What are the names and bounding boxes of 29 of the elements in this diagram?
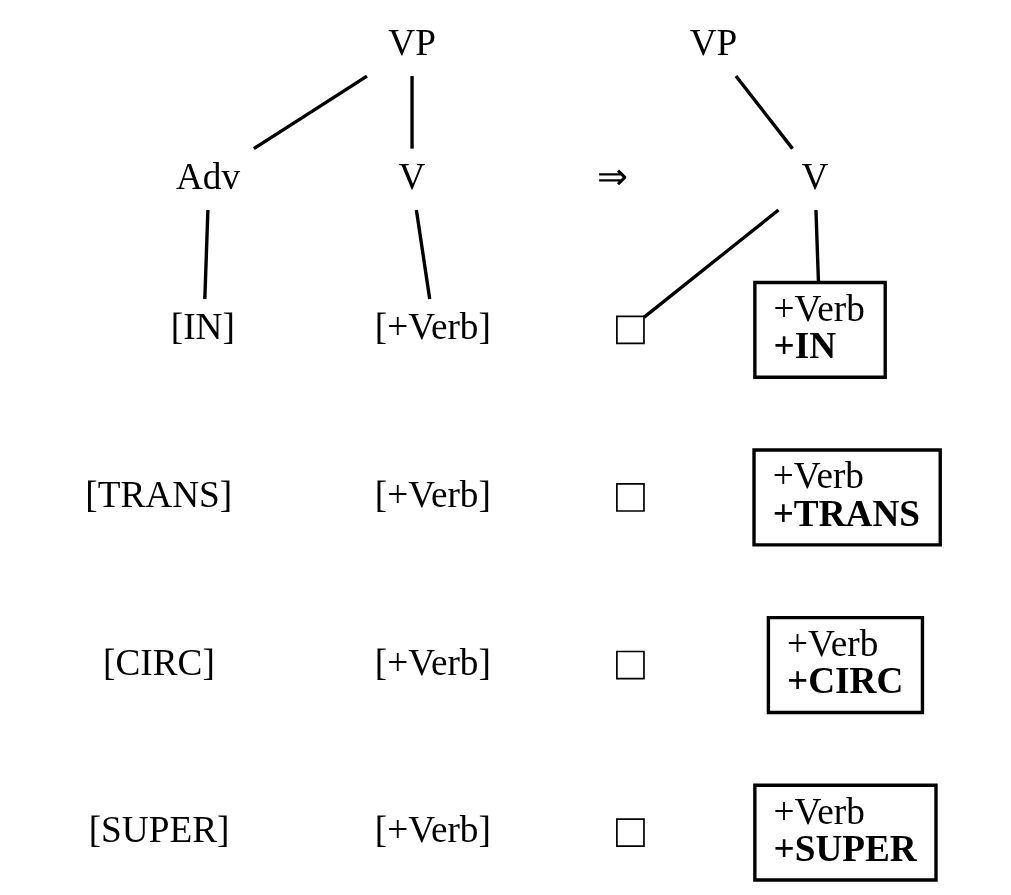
node-box — [615, 818, 645, 848]
node-text: V — [398, 155, 425, 197]
node-box — [615, 315, 645, 345]
connector — [734, 75, 794, 150]
label: [+Verb] — [374, 809, 491, 851]
label: [+Verb] — [374, 473, 491, 515]
node-text: VP — [387, 21, 436, 63]
label: [+Verb] — [374, 641, 491, 683]
label: [SUPER] — [88, 809, 229, 851]
node-box: +Verb +CIRC — [766, 615, 924, 715]
node-text: Adv — [175, 155, 240, 197]
connector — [252, 74, 368, 151]
node-box — [615, 483, 645, 512]
connector — [414, 209, 431, 300]
label: [CIRC] — [102, 641, 215, 683]
node-text: VP — [689, 21, 737, 63]
node-box: +Verb +IN — [752, 280, 887, 379]
connector — [642, 208, 780, 319]
node-box — [615, 650, 645, 680]
connector — [409, 76, 414, 149]
node-text: [+Verb] — [374, 306, 491, 348]
connector — [202, 209, 210, 300]
node-text: V — [800, 155, 828, 197]
node-box: +Verb +TRANS — [751, 448, 942, 547]
node-text: [IN] — [170, 306, 235, 348]
label: ⇒ — [596, 155, 628, 197]
connector — [813, 209, 820, 283]
node-box: +Verb +SUPER — [752, 783, 938, 882]
label: [TRANS] — [84, 473, 232, 515]
